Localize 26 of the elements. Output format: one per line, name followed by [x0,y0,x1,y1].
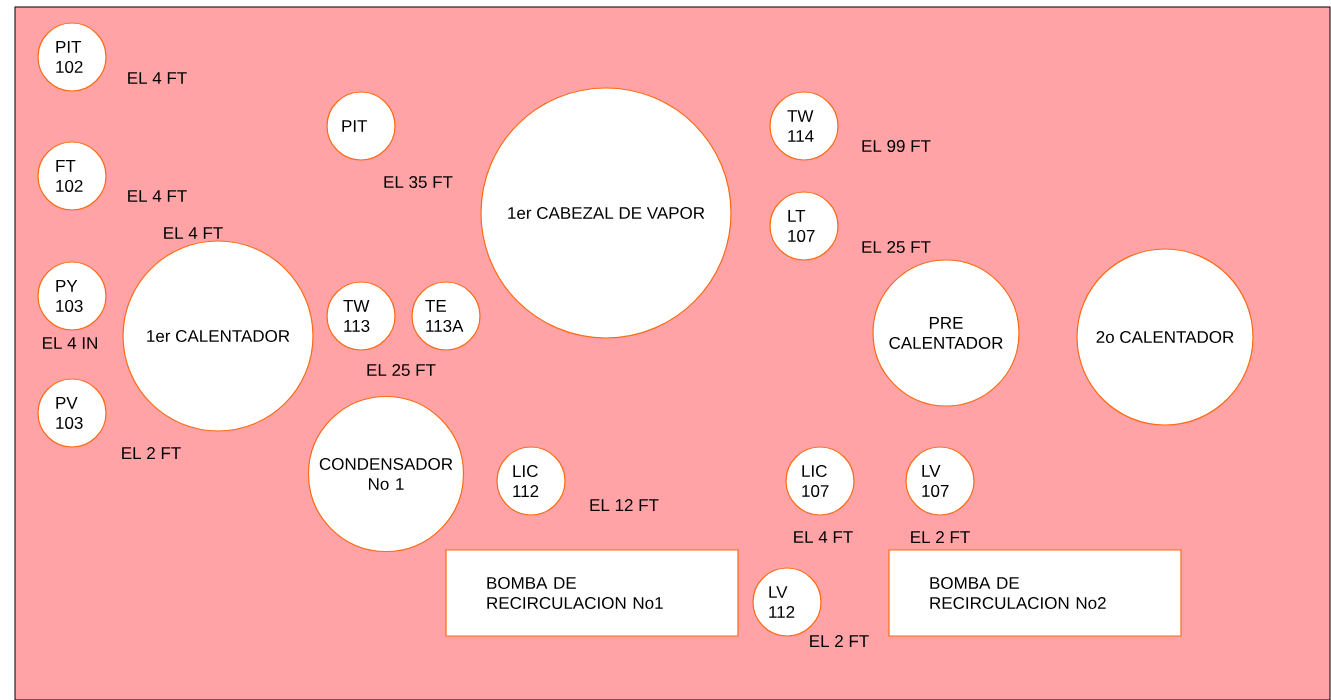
instrument-bubble: PV 103 [37,378,107,448]
instrument-bubble: LIC 107 [785,446,855,516]
pump-box: BOMBA DE RECIRCULACION No1 [445,549,739,637]
elevation-label: EL 4 FT [794,531,853,543]
instrument-bubble: PIT 102 [37,22,107,92]
elevation-label: EL 4 FT [128,72,187,84]
elevation-label: EL 25 FT [367,363,436,376]
elevation-label: EL 99 FT [862,139,931,152]
elevation-label: EL 2 FT [122,447,181,459]
elevation-label: EL 12 FT [590,499,659,511]
elevation-label: EL 4 FT [128,190,187,202]
elevation-label: EL 4 IN [43,337,97,349]
elevation-label: EL 35 FT [384,175,453,188]
instrument-bubble: TW 114 [769,91,839,161]
elevation-label: EL 25 FT [862,240,931,253]
elevation-label: EL 2 FT [810,635,869,647]
instrument-bubble: TW 113 [326,281,396,351]
instrument-bubble: PIT [326,91,396,161]
elevation-label: EL 2 FT [911,531,970,543]
instrument-bubble: LV 107 [905,446,975,516]
instrument-bubble: LIC 112 [496,446,566,516]
instrument-bubble: FT 102 [37,141,107,211]
instrument-bubble: LT 107 [769,191,839,261]
instrument-bubble: TE 113A [411,281,481,351]
pump-box: BOMBA DE RECIRCULACION No2 [888,549,1182,637]
instrument-bubble: PY 103 [37,261,107,331]
